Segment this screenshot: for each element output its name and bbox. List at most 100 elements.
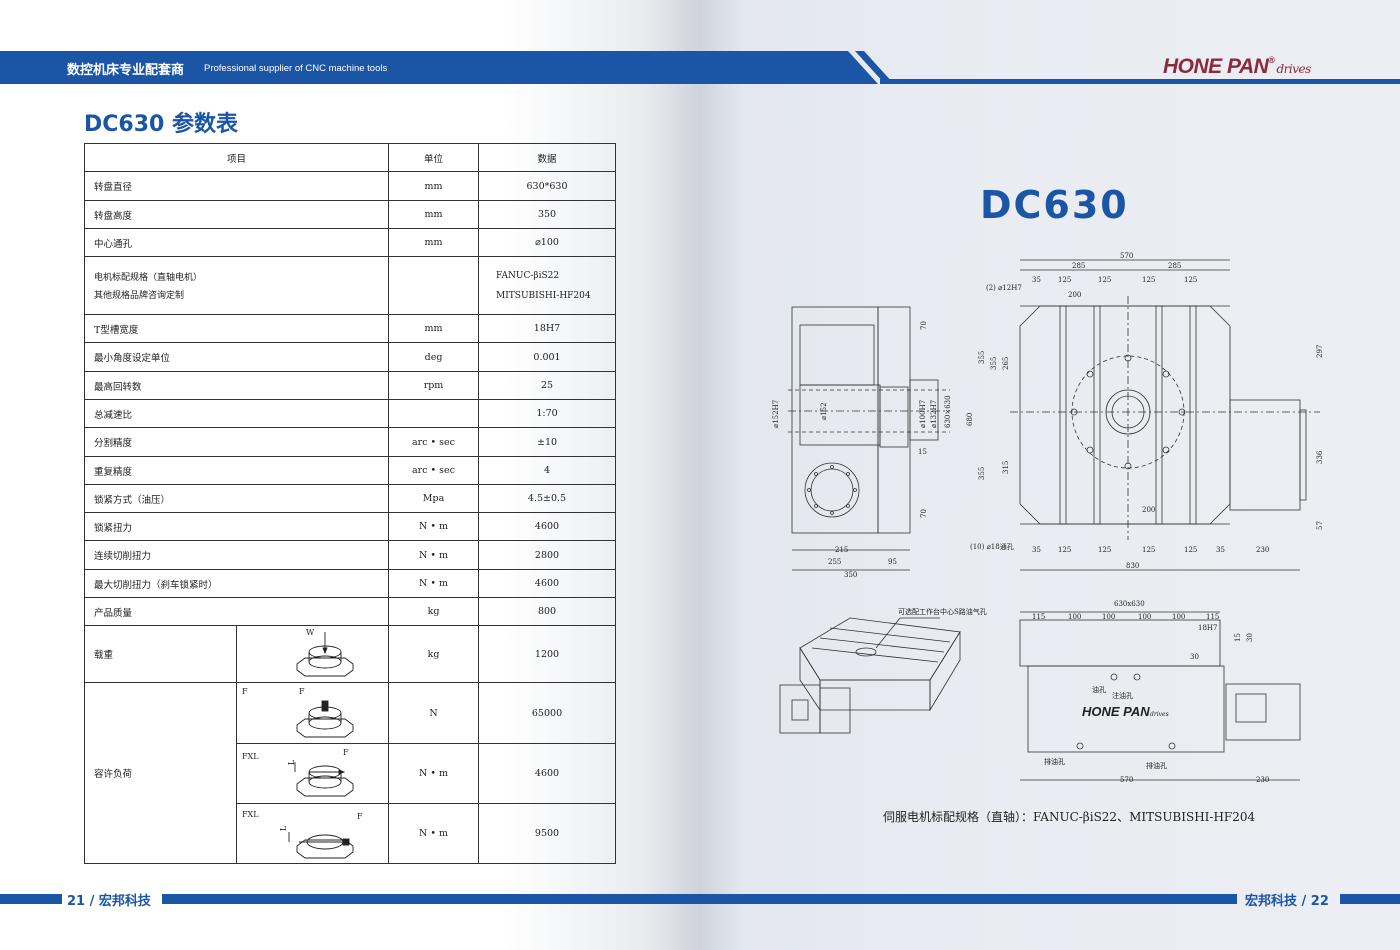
load-figure-icon [296, 632, 354, 677]
dim-top-7: 125 [1184, 276, 1197, 284]
note-4: 排油孔 [1146, 761, 1167, 770]
footer-bar-right-b [1340, 894, 1400, 904]
row-label: 锁紧扭力 [83, 512, 390, 541]
dim-low-8: 30 [1190, 653, 1199, 661]
dim-bot-7: 230 [1256, 546, 1269, 554]
dim-low-12: 230 [1256, 776, 1269, 784]
row-label: 重复精度 [83, 456, 390, 485]
dim-bl-2: 95 [888, 558, 897, 566]
row-unit [388, 256, 480, 315]
header-band-right [700, 51, 1400, 84]
allow-2-tag-b: F [343, 748, 349, 757]
row-value: 630*630 [478, 171, 617, 201]
row-unit: N • m [388, 569, 480, 598]
row-value: 2800 [478, 540, 617, 570]
table-header-row: 项目 单位 数据 [83, 143, 617, 172]
row-unit: rpm [388, 371, 480, 400]
header-cn: 数控机床专业配套商 [67, 63, 185, 78]
header-band-left: 数控机床专业配套商 Professional supplier of CNC m… [0, 51, 700, 84]
dim-bot-9: 200 [1142, 506, 1155, 514]
row-label: 最小角度设定单位 [83, 342, 390, 372]
dim-bot-2: 125 [1058, 546, 1071, 554]
dim-side-3: ⌀132H7 [930, 400, 938, 428]
dim-top-0: 570 [1120, 252, 1133, 260]
row-label: 最大切削扭力（刹车锁紧时） [83, 569, 390, 598]
dim-fv-0: 680 [966, 413, 974, 426]
table-row-allow-2: FXL F L N • m 4600 [85, 743, 617, 804]
dim-side-7: 15 [918, 448, 927, 456]
row-unit: arc • sec [388, 456, 480, 485]
dim-side-2: ⌀100H7 [919, 400, 927, 428]
iso-labels: 可选配工作台中心S路油气孔 [898, 607, 987, 616]
motor-caption: 伺服电机标配规格（直轴）：FANUC-βiS22、MITSUBISHI-HF20… [883, 810, 1256, 824]
row-label: 产品质量 [83, 597, 390, 626]
dim-top-6: 125 [1142, 276, 1155, 284]
technical-drawing: ⌀152H7 ⌀152 ⌀100H7 ⌀132H7 630×630 70 70 … [772, 252, 1324, 784]
page-title-right: DC630 [980, 183, 1129, 227]
row-unit: arc • sec [388, 427, 480, 457]
allow-1-unit: N [388, 682, 480, 744]
table-row-allow-3: FXL F L N • m 9500 [85, 803, 617, 864]
row-unit: Mpa [388, 484, 480, 513]
dim-top-9: (2) ⌀12H7 [986, 284, 1022, 292]
allow-1-value: 65000 [478, 682, 617, 744]
allow-2-tag-a: FXL [242, 752, 259, 761]
dim-side-4: 630×630 [944, 395, 952, 428]
allow-label: 容许负荷 [84, 682, 237, 864]
dim-fv-6: 297 [1316, 345, 1324, 358]
dim-fv-4: 355 [978, 467, 986, 480]
allow-3-tag-a: FXL [242, 810, 259, 819]
load-unit: kg [388, 625, 480, 683]
row-value: 1:70 [478, 399, 617, 428]
dim-bl-1: 255 [828, 558, 841, 566]
row-label: 分割精度 [83, 427, 390, 457]
dim-side-1: ⌀152 [820, 402, 828, 420]
row-label: 转盘高度 [83, 200, 390, 229]
allow-3-value: 9500 [478, 803, 617, 864]
dim-fv-2: 355 [990, 357, 998, 370]
row-value: 800 [478, 597, 617, 626]
dim-top-1: 285 [1072, 262, 1085, 270]
allow-3-unit: N • m [388, 803, 480, 864]
dim-side-0: ⌀152H7 [772, 400, 780, 428]
note-3: 排油孔 [1044, 757, 1065, 766]
allow-3-tag-b: F [357, 812, 363, 821]
side-view [788, 306, 950, 571]
allow-3-tag-c: L [279, 825, 289, 832]
iso-view [779, 617, 961, 734]
row-unit: mm [388, 228, 480, 257]
row-unit: kg [388, 597, 480, 626]
dim-bot-6: 35 [1216, 546, 1225, 554]
row-unit: mm [388, 200, 480, 229]
allow-figure-3: FXL F L [235, 803, 390, 864]
allow-figure-1: F F [235, 682, 390, 744]
dim-fv-3: 265 [1002, 357, 1010, 370]
load-label: 载重 [84, 625, 237, 683]
load-tag-w: W [306, 628, 315, 637]
dim-low-0: 630x630 [1114, 600, 1145, 608]
note-2: 注油孔 [1112, 691, 1133, 700]
row-value: 4600 [478, 569, 617, 598]
footer-bar-left-b [162, 894, 700, 904]
dim-side-6: 70 [920, 509, 928, 518]
col-header-item: 项目 [83, 143, 390, 172]
dim-top-5: 125 [1098, 276, 1111, 284]
dim-top-3: 35 [1032, 276, 1041, 284]
row-unit: mm [388, 171, 480, 201]
dim-low-7: 18H7 [1198, 624, 1217, 632]
side-view-labels: ⌀152H7 ⌀152 ⌀100H7 ⌀132H7 630×630 70 70 … [772, 321, 952, 579]
load-value: 1200 [478, 625, 617, 683]
dim-fv-5: 315 [1002, 461, 1010, 474]
table-row-allow-1: 容许负荷 F F N 65000 [84, 682, 617, 864]
load-figure: W [235, 625, 390, 683]
dim-top-4: 125 [1058, 276, 1071, 284]
